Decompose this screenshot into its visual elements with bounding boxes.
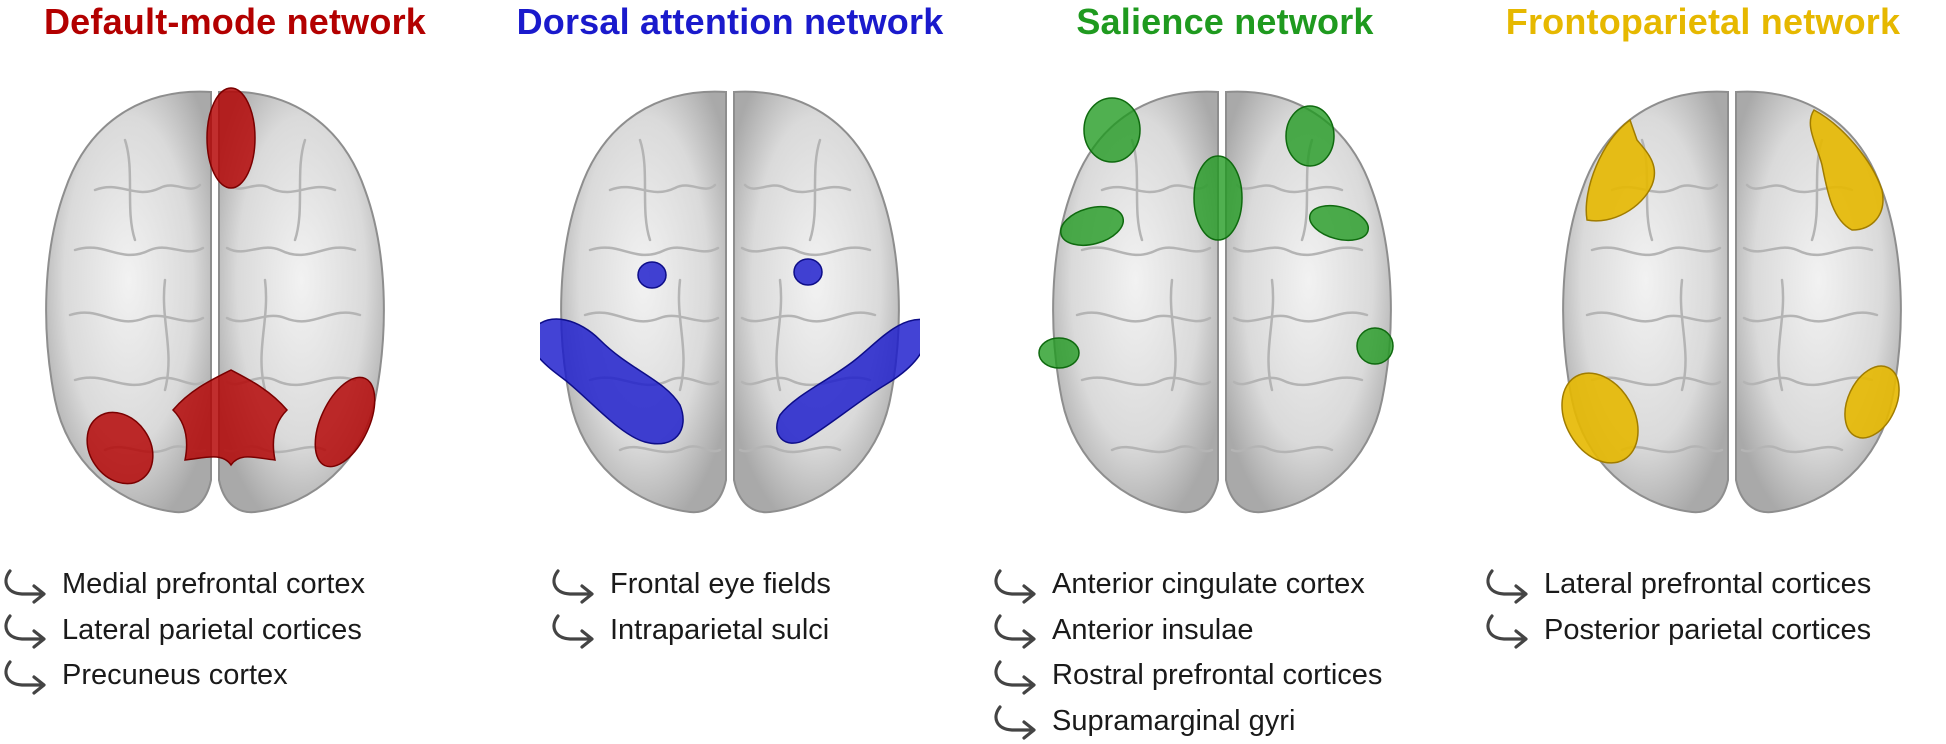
brain-dorsal-attention	[540, 80, 920, 520]
region-label: Lateral prefrontal cortices	[1544, 568, 1871, 601]
region-label: Medial prefrontal cortex	[62, 568, 365, 601]
curved-arrow-icon	[0, 656, 58, 696]
region-list-default-mode: Medial prefrontal cortex Lateral parieta…	[0, 562, 365, 699]
panel-default-mode: Default-mode network Medial prefrontal c…	[0, 0, 470, 742]
list-item: Lateral parietal cortices	[0, 608, 365, 654]
region-rostral-prefrontal-left	[1084, 98, 1140, 162]
panel-frontoparietal: Frontoparietal network Lateral prefronta…	[1460, 0, 1946, 742]
curved-arrow-icon	[0, 565, 58, 605]
region-list-salience: Anterior cingulate cortex Anterior insul…	[990, 562, 1382, 744]
region-label: Anterior insulae	[1052, 614, 1254, 647]
region-anterior-cingulate	[1194, 156, 1242, 240]
region-frontal-eye-field-right	[794, 259, 822, 285]
list-item: Lateral prefrontal cortices	[1482, 562, 1871, 608]
list-item: Frontal eye fields	[548, 562, 831, 608]
list-item: Precuneus cortex	[0, 653, 365, 699]
brain-frontoparietal	[1542, 80, 1922, 520]
region-medial-prefrontal	[207, 88, 255, 188]
brain-salience	[1032, 80, 1412, 520]
list-item: Supramarginal gyri	[990, 699, 1382, 744]
curved-arrow-icon	[1482, 565, 1540, 605]
panel-title-default-mode: Default-mode network	[0, 0, 470, 44]
panel-dorsal-attention: Dorsal attention network Frontal eye fie…	[470, 0, 990, 742]
curved-arrow-icon	[990, 701, 1048, 741]
region-label: Frontal eye fields	[610, 568, 831, 601]
panel-salience: Salience network Anterior cingulate cort…	[990, 0, 1460, 742]
brain-default-mode	[25, 80, 405, 520]
region-label: Lateral parietal cortices	[62, 614, 362, 647]
list-item: Posterior parietal cortices	[1482, 608, 1871, 654]
region-label: Rostral prefrontal cortices	[1052, 659, 1382, 692]
panel-title-frontoparietal: Frontoparietal network	[1460, 0, 1946, 44]
list-item: Anterior cingulate cortex	[990, 562, 1382, 608]
region-list-frontoparietal: Lateral prefrontal cortices Posterior pa…	[1482, 562, 1871, 653]
region-rostral-prefrontal-right	[1286, 106, 1334, 166]
list-item: Rostral prefrontal cortices	[990, 653, 1382, 699]
region-list-dorsal-attention: Frontal eye fields Intraparietal sulci	[548, 562, 831, 653]
region-label: Anterior cingulate cortex	[1052, 568, 1365, 601]
curved-arrow-icon	[990, 656, 1048, 696]
curved-arrow-icon	[990, 565, 1048, 605]
curved-arrow-icon	[548, 565, 606, 605]
region-label: Precuneus cortex	[62, 659, 288, 692]
region-label: Intraparietal sulci	[610, 614, 829, 647]
region-frontal-eye-field-left	[638, 262, 666, 288]
region-supramarginal-right	[1357, 328, 1393, 364]
curved-arrow-icon	[0, 610, 58, 650]
list-item: Medial prefrontal cortex	[0, 562, 365, 608]
curved-arrow-icon	[990, 610, 1048, 650]
region-supramarginal-left	[1039, 338, 1079, 368]
region-label: Posterior parietal cortices	[1544, 614, 1871, 647]
list-item: Intraparietal sulci	[548, 608, 831, 654]
curved-arrow-icon	[1482, 610, 1540, 650]
list-item: Anterior insulae	[990, 608, 1382, 654]
region-label: Supramarginal gyri	[1052, 705, 1295, 738]
panel-title-salience: Salience network	[990, 0, 1460, 44]
curved-arrow-icon	[548, 610, 606, 650]
panel-title-dorsal-attention: Dorsal attention network	[470, 0, 990, 44]
